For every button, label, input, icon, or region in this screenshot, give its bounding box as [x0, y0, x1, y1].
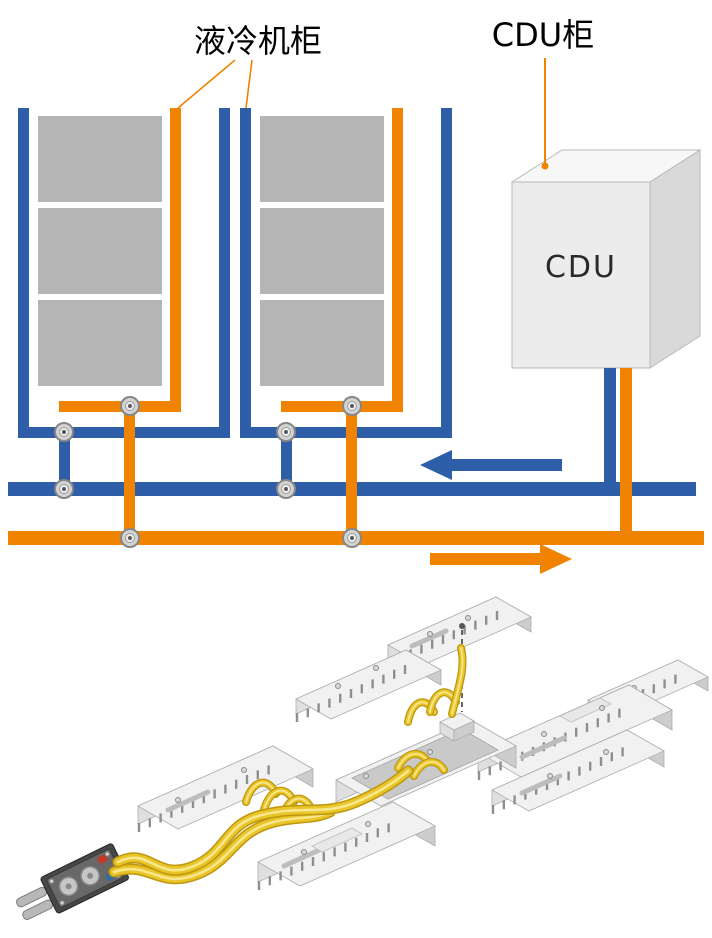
insert-block-side — [453, 720, 475, 742]
cabinet1-orange-pipe-right — [170, 108, 181, 412]
server-board-6 — [137, 745, 314, 832]
server-board-3 — [295, 649, 442, 722]
pipe-coupling-icon — [54, 479, 74, 499]
screw-icon — [599, 705, 605, 711]
cabinet1-blue-pipe-left — [18, 108, 29, 438]
screw-icon — [373, 665, 379, 671]
heatsink-fins — [137, 765, 270, 832]
screw-icon — [175, 797, 181, 803]
pipe-coupling-icon — [120, 528, 140, 548]
screw-icon — [465, 615, 471, 621]
cdu-box: CDU — [510, 149, 702, 369]
cabinet1-blue-drop — [59, 432, 70, 489]
yellow-tube-highlight — [116, 769, 410, 872]
board-slot — [311, 827, 363, 853]
board-slot — [409, 628, 449, 649]
cabinet-label-leader-1 — [177, 59, 236, 109]
heatsink-fins — [491, 747, 624, 814]
cabinet1-orange-pipe-bottom — [59, 401, 181, 412]
cdu-leader-dot — [541, 162, 549, 170]
server-board-7 — [257, 801, 436, 890]
yellow-tube-highlight — [112, 810, 332, 880]
screw-icon — [49, 878, 55, 884]
pipe-coupling-icon — [276, 479, 296, 499]
board-slot — [165, 789, 211, 813]
screw-icon — [365, 821, 371, 827]
screw-icon — [104, 851, 110, 857]
board-slot — [519, 735, 567, 760]
cdu-blue-pipe — [604, 368, 616, 489]
heatsink-fins — [295, 665, 407, 722]
cabinet2-orange-drop — [346, 406, 357, 538]
pipe-coupling-icon — [342, 528, 362, 548]
board-slot — [519, 773, 563, 796]
cooling-cabinet-2 — [240, 108, 452, 438]
cabinet1-orange-drop — [124, 406, 135, 538]
cabinet-label-leader-2 — [245, 59, 253, 109]
server-unit — [38, 116, 162, 202]
server-board-1 — [387, 596, 532, 668]
yellow-tube-highlight — [413, 761, 445, 777]
yellow-main-tubes — [108, 765, 414, 885]
cabinet2-blue-pipe-left — [240, 108, 251, 438]
screw-icon — [301, 849, 307, 855]
schematic-section: CDU 液冷机柜 CDU柜 — [8, 16, 704, 574]
yellow-tube-highlight — [451, 647, 464, 715]
pipe-coupling-icon — [342, 396, 362, 416]
cabinet2-blue-drop — [281, 432, 292, 489]
server-unit — [38, 208, 162, 294]
screw-icon — [335, 683, 341, 689]
connector-port-pin — [87, 872, 94, 879]
cdu-cabinet-label: CDU柜 — [492, 16, 594, 54]
cabinet2-orange-pipe-bottom — [281, 401, 403, 412]
connector-port-pin — [65, 883, 72, 890]
screw-icon — [427, 749, 433, 755]
screw-icon — [603, 749, 609, 755]
cabinet2-orange-pipe-right — [392, 108, 403, 412]
insert-callout — [439, 623, 475, 742]
board-slot — [559, 697, 612, 723]
cdu-side-face — [649, 149, 701, 369]
heatsink-fins — [257, 823, 390, 890]
cabinet1-blue-pipe-right — [219, 108, 230, 438]
server-unit — [260, 300, 384, 386]
screw-icon — [363, 773, 369, 779]
cdu-front-face — [511, 181, 651, 369]
pipe-coupling-icon — [120, 396, 140, 416]
flow-arrow-right-icon — [430, 544, 572, 574]
cooling-cabinet-1 — [18, 108, 230, 438]
server-board-5 — [491, 729, 665, 814]
cdu-box-label: CDU — [545, 250, 617, 285]
screw-icon — [541, 731, 547, 737]
cdu-orange-pipe — [620, 368, 632, 545]
flow-arrow-left-icon — [420, 450, 562, 480]
screw-icon — [427, 631, 433, 637]
server-unit — [260, 208, 384, 294]
pipe-couplings — [54, 396, 362, 548]
hot-marker — [96, 854, 109, 865]
yellow-jumper-tubes — [242, 644, 467, 822]
server-unit — [260, 116, 384, 202]
screw-icon — [241, 767, 247, 773]
server-modules-illustration — [16, 596, 709, 920]
cooling-cabinet-label: 液冷机柜 — [194, 22, 322, 60]
screw-icon — [547, 773, 553, 779]
pipe-coupling-icon — [276, 422, 296, 442]
server-unit — [38, 300, 162, 386]
cabinet2-blue-pipe-right — [441, 108, 452, 438]
screw-icon — [59, 900, 65, 906]
pipe-coupling-icon — [54, 422, 74, 442]
bolt-icon — [459, 623, 465, 629]
quick-connector — [16, 843, 129, 920]
